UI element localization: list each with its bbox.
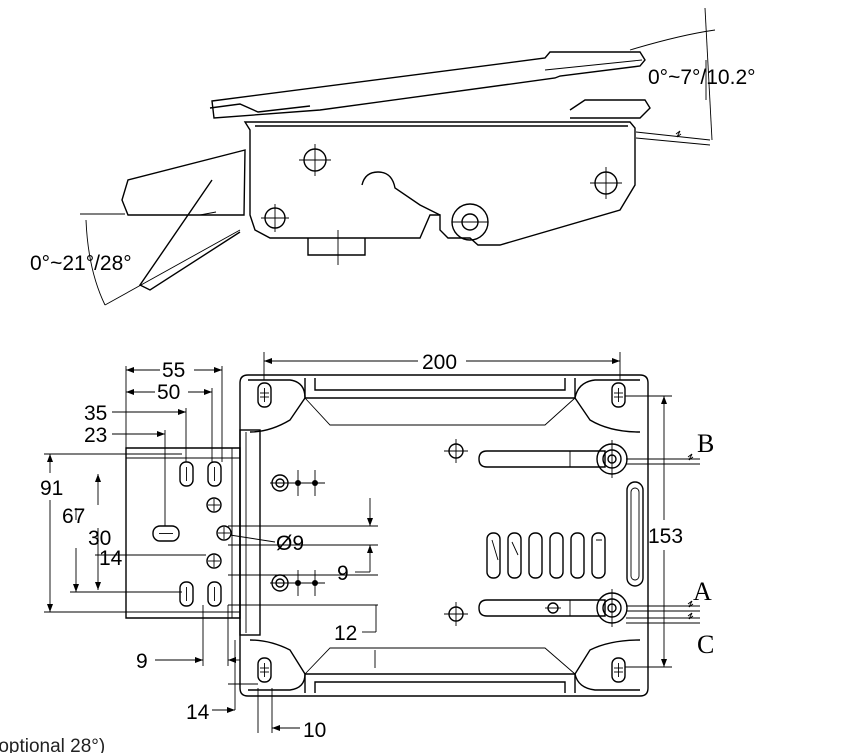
corner-slot-tl — [257, 382, 272, 408]
side-pivot-left — [261, 204, 289, 232]
dim-dia-9: Ø9 — [276, 532, 304, 555]
dim-9-mid: 9 — [337, 562, 349, 585]
dim-200: 200 — [422, 351, 457, 374]
side-hole-2 — [590, 167, 622, 199]
knob-B — [596, 440, 628, 478]
callout-B: B — [697, 429, 714, 458]
callout-A: A — [693, 577, 712, 606]
comb-slots — [486, 532, 606, 579]
inner-holes — [270, 439, 561, 626]
dim-35: 35 — [84, 402, 107, 425]
knob-A — [596, 589, 628, 627]
dim-10: 10 — [303, 719, 326, 742]
callout-C: C — [697, 630, 714, 659]
corner-slot-br — [611, 657, 626, 683]
dim-30: 30 — [88, 527, 111, 550]
dim-55: 55 — [162, 359, 185, 382]
footnote-optional: (optional 28°) — [0, 736, 105, 753]
plan-view — [125, 374, 700, 697]
dim-14-bottom: 14 — [186, 701, 210, 724]
side-angle-label: 0°~21°/28° — [30, 252, 132, 275]
dim-23: 23 — [84, 424, 107, 447]
side-pivot-right — [451, 203, 489, 241]
corner-slot-bl — [257, 657, 272, 683]
dim-9-bottom: 9 — [136, 650, 148, 673]
dim-67: 67 — [62, 505, 85, 528]
dim-50: 50 — [157, 381, 180, 404]
corner-slot-tr — [611, 382, 626, 408]
dimension-lines — [44, 352, 672, 733]
bracket-slots — [152, 461, 232, 607]
dim-153: 153 — [648, 525, 683, 548]
top-angle-label: 0°~7°/10.2° — [648, 66, 756, 89]
dim-12: 12 — [334, 622, 357, 645]
dim-14-left: 14 — [99, 547, 123, 570]
dim-91: 91 — [40, 477, 63, 500]
side-view — [80, 7, 716, 306]
side-hole-1 — [299, 144, 331, 176]
